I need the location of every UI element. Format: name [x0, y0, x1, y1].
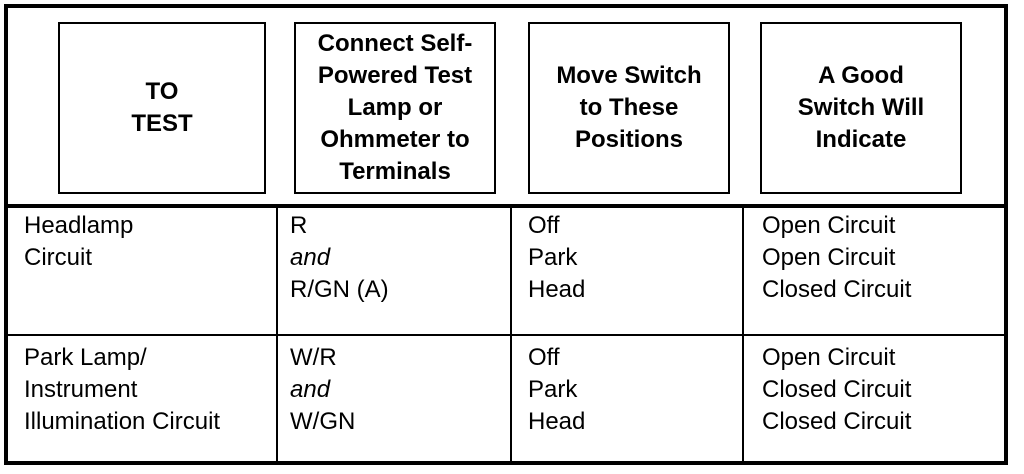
test-line: Illumination Circuit	[24, 408, 221, 435]
column-divider	[510, 204, 512, 461]
indication-line: Open Circuit	[762, 244, 896, 271]
column-divider	[276, 204, 278, 461]
table-row-headlamp-positions: Off Park Head	[528, 210, 585, 306]
table-row-parklamp-positions: Off Park Head	[528, 342, 585, 438]
test-line: Park Lamp/	[24, 344, 147, 371]
position-line: Park	[528, 244, 578, 271]
header-good-switch: A Good Switch Will Indicate	[760, 22, 962, 194]
table-row-headlamp-indications: Open Circuit Open Circuit Closed Circuit	[762, 210, 911, 306]
table-header-row: TO TEST Connect Self- Powered Test Lamp …	[8, 8, 1004, 208]
terminal-line: W/GN	[290, 408, 356, 435]
test-line: Headlamp	[24, 212, 134, 239]
position-line: Park	[528, 376, 578, 403]
table-row-headlamp-test: Headlamp Circuit	[24, 210, 133, 274]
test-line: Circuit	[24, 244, 93, 271]
header-connect-terminals: Connect Self- Powered Test Lamp or Ohmme…	[294, 22, 496, 194]
indication-line: Closed Circuit	[762, 276, 912, 303]
position-line: Head	[528, 276, 586, 303]
position-line: Off	[528, 212, 560, 239]
table-row-headlamp-terminals: R and R/GN (A)	[290, 210, 389, 306]
terminal-line: R	[290, 212, 308, 239]
terminal-connector: and	[290, 244, 331, 271]
table-row-parklamp-test: Park Lamp/ Instrument Illumination Circu…	[24, 342, 220, 438]
indication-line: Open Circuit	[762, 212, 896, 239]
table-row-parklamp-terminals: W/R and W/GN	[290, 342, 355, 438]
terminal-connector: and	[290, 376, 331, 403]
table-row-parklamp-indications: Open Circuit Closed Circuit Closed Circu…	[762, 342, 911, 438]
indication-line: Closed Circuit	[762, 376, 912, 403]
header-move-switch: Move Switch to These Positions	[528, 22, 730, 194]
terminal-line: R/GN (A)	[290, 276, 389, 303]
header-to-test: TO TEST	[58, 22, 266, 194]
switch-test-table: TO TEST Connect Self- Powered Test Lamp …	[4, 4, 1008, 465]
indication-line: Open Circuit	[762, 344, 896, 371]
position-line: Head	[528, 408, 586, 435]
column-divider	[742, 204, 744, 461]
indication-line: Closed Circuit	[762, 408, 912, 435]
terminal-line: W/R	[290, 344, 337, 371]
test-line: Instrument	[24, 376, 138, 403]
position-line: Off	[528, 344, 560, 371]
row-divider	[8, 334, 1004, 336]
